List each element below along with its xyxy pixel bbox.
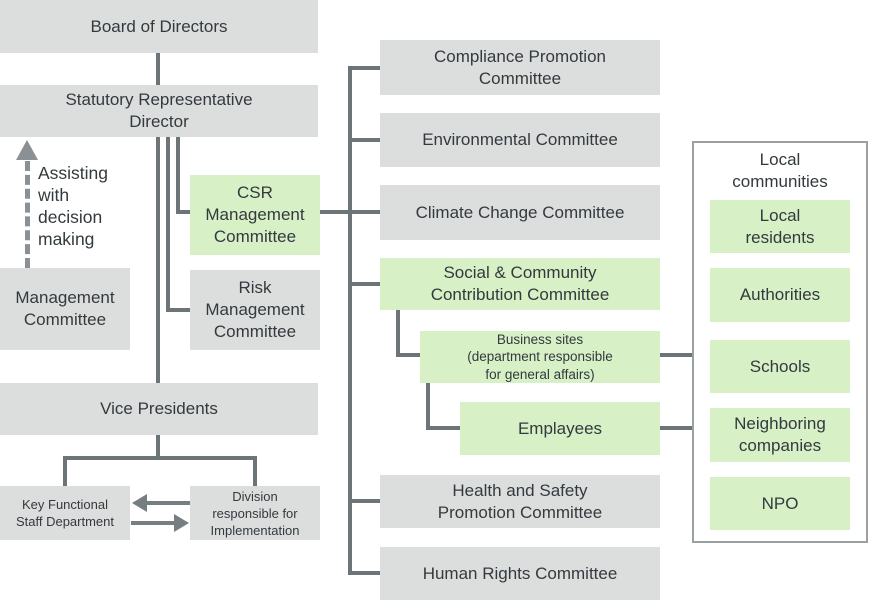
- connector-board-statutory: [156, 53, 160, 85]
- arrow-right-icon: [174, 514, 189, 532]
- assisting-note: Assisting with decision making: [38, 163, 109, 249]
- connector-committee-trunk: [348, 66, 352, 575]
- connector-statutory-csr-horizontal: [176, 210, 190, 214]
- box-statutory-representative-director: Statutory Representative Director: [0, 85, 318, 137]
- box-npo: NPO: [710, 477, 850, 530]
- box-schools: Schools: [710, 340, 850, 393]
- local-communities-title: Local communities: [732, 150, 828, 191]
- connector-vp-stem: [156, 435, 160, 460]
- box-local-residents: Local residents: [710, 200, 850, 253]
- box-human-rights-committee: Human Rights Committee: [380, 547, 660, 600]
- connector-employees-to-communities: [660, 426, 692, 430]
- box-employees: Emplayees: [460, 402, 660, 455]
- box-authorities: Authorities: [710, 268, 850, 322]
- connector-statutory-csr-vertical: [176, 137, 180, 214]
- box-csr-management-committee: CSR Management Committee: [190, 175, 320, 255]
- box-social-community-contribution-committee: Social & Community Contribution Committe…: [380, 258, 660, 310]
- connector-vp-crossbar: [63, 456, 257, 460]
- connector-csr-to-climate: [320, 210, 380, 214]
- box-board-of-directors: Board of Directors: [0, 0, 318, 53]
- box-compliance-promotion-committee: Compliance Promotion Committee: [380, 40, 660, 95]
- connector-social-business-vertical: [396, 310, 400, 357]
- box-vice-presidents: Vice Presidents: [0, 383, 318, 435]
- branch-social: [348, 282, 380, 286]
- arrow-left-icon: [132, 494, 147, 512]
- connector-social-business-horizontal: [396, 353, 420, 357]
- box-neighboring-companies: Neighboring companies: [710, 408, 850, 462]
- box-environmental-committee: Environmental Committee: [380, 113, 660, 167]
- branch-compliance: [348, 66, 380, 70]
- box-climate-change-committee: Climate Change Committee: [380, 185, 660, 240]
- connector-statutory-risk-vertical: [166, 137, 170, 312]
- box-risk-management-committee: Risk Management Committee: [190, 270, 320, 350]
- box-key-functional-staff-department: Key Functional Staff Department: [0, 486, 130, 540]
- box-business-sites: Business sites (department responsible f…: [420, 331, 660, 383]
- connector-statutory-risk-horizontal: [166, 308, 190, 312]
- dashed-arrow-up-head-icon: [16, 140, 38, 160]
- dashed-arrow-line: [25, 161, 30, 268]
- box-management-committee: Management Committee: [0, 268, 130, 350]
- connector-business-employees-vertical: [426, 383, 430, 430]
- box-health-safety-promotion-committee: Health and Safety Promotion Committee: [380, 475, 660, 528]
- connector-vp-left-drop: [63, 456, 67, 486]
- branch-health-safety: [348, 499, 380, 503]
- arrow-staff-to-division-shaft: [131, 521, 175, 525]
- connector-business-employees-horizontal: [426, 426, 460, 430]
- connector-vp-right-drop: [253, 456, 257, 486]
- connector-business-to-communities: [660, 353, 692, 357]
- branch-environmental: [348, 138, 380, 142]
- branch-human-rights: [348, 571, 380, 575]
- arrow-division-to-staff-shaft: [146, 501, 190, 505]
- connector-statutory-vice-presidents: [156, 137, 160, 383]
- box-division-responsible-for-implementation: Division responsible for Implementation: [190, 486, 320, 540]
